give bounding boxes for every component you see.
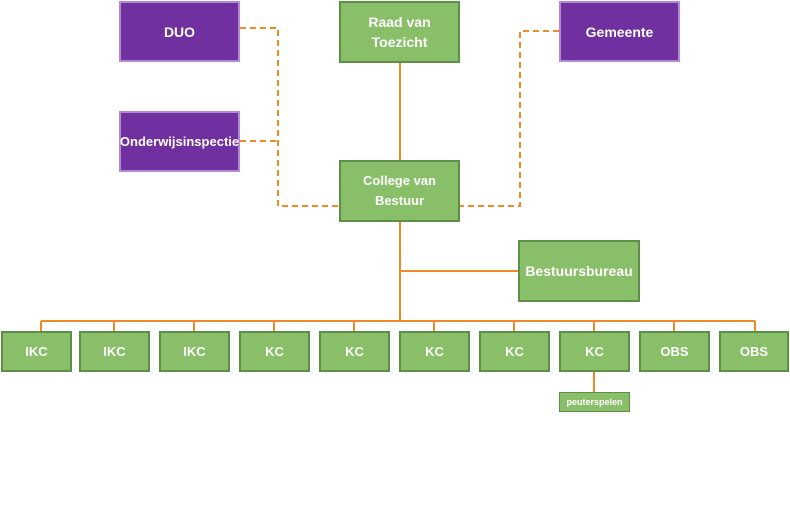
node-school: KC — [239, 331, 310, 372]
node-school: KC — [479, 331, 550, 372]
line-duo-college — [240, 27, 338, 207]
node-school: OBS — [719, 331, 789, 372]
node-school: OBS — [639, 331, 710, 372]
node-school: KC — [399, 331, 470, 372]
node-school: IKC — [159, 331, 230, 372]
node-school: KC — [319, 331, 390, 372]
node-bestuursbureau: Bestuursbureau — [518, 240, 640, 302]
node-gemeente: Gemeente — [559, 1, 680, 62]
node-school: KC — [559, 331, 630, 372]
node-peuterspelen: peuterspelen — [559, 392, 630, 412]
node-school: IKC — [1, 331, 72, 372]
node-college-van-bestuur: College van Bestuur — [339, 160, 460, 222]
line-gemeente-college — [460, 30, 559, 207]
node-school: IKC — [79, 331, 150, 372]
node-duo: DUO — [119, 1, 240, 62]
node-raad-van-toezicht: Raad van Toezicht — [339, 1, 460, 63]
node-onderwijsinspectie: Onderwijsinspectie — [119, 111, 240, 172]
